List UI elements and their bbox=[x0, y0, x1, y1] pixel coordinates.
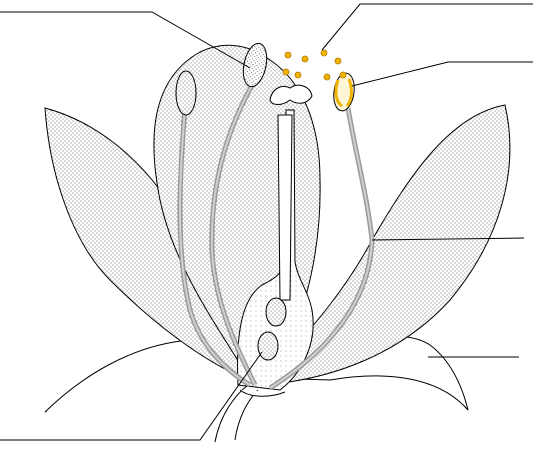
ovule-upper bbox=[266, 298, 286, 326]
pollen-grain bbox=[340, 72, 346, 78]
pollen-grain bbox=[321, 50, 327, 56]
pollen-grain bbox=[283, 69, 289, 75]
pollen-grain bbox=[335, 58, 341, 64]
style bbox=[278, 115, 292, 300]
ovule-lower bbox=[258, 332, 278, 360]
label-line-pollen-sac bbox=[352, 62, 533, 86]
anther-left bbox=[176, 71, 196, 115]
pollen-grain bbox=[285, 52, 291, 58]
pollen-grain bbox=[324, 74, 330, 80]
pollen-grains bbox=[283, 50, 346, 80]
pollen-grain bbox=[295, 72, 301, 78]
pollen-grain bbox=[302, 56, 308, 62]
label-line-pollen bbox=[322, 4, 533, 50]
receptacle bbox=[240, 390, 285, 396]
